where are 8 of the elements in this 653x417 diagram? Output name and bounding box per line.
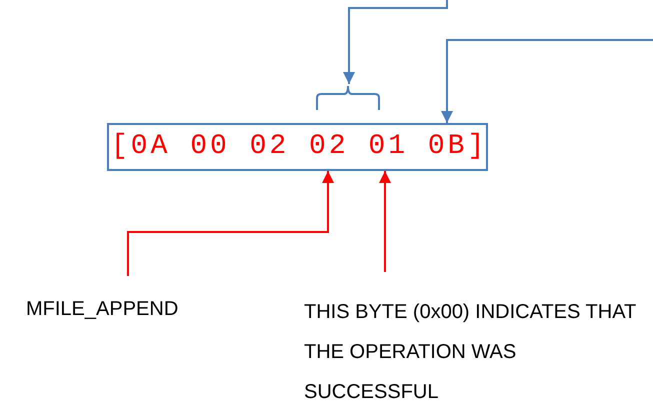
arrow	[441, 39, 653, 123]
curly-bracket	[315, 84, 381, 110]
arrow	[379, 171, 391, 272]
byte-sequence-box: [0A 00 02 02 01 0B]	[107, 123, 488, 171]
annotation-text: MFILE_APPEND	[26, 296, 226, 322]
arrow	[343, 0, 448, 84]
annotation-text: THIS BYTE (0x00) INDICATES THAT THE OPERATION WAS SUCCESSFUL	[304, 292, 640, 412]
arrow	[127, 171, 334, 276]
